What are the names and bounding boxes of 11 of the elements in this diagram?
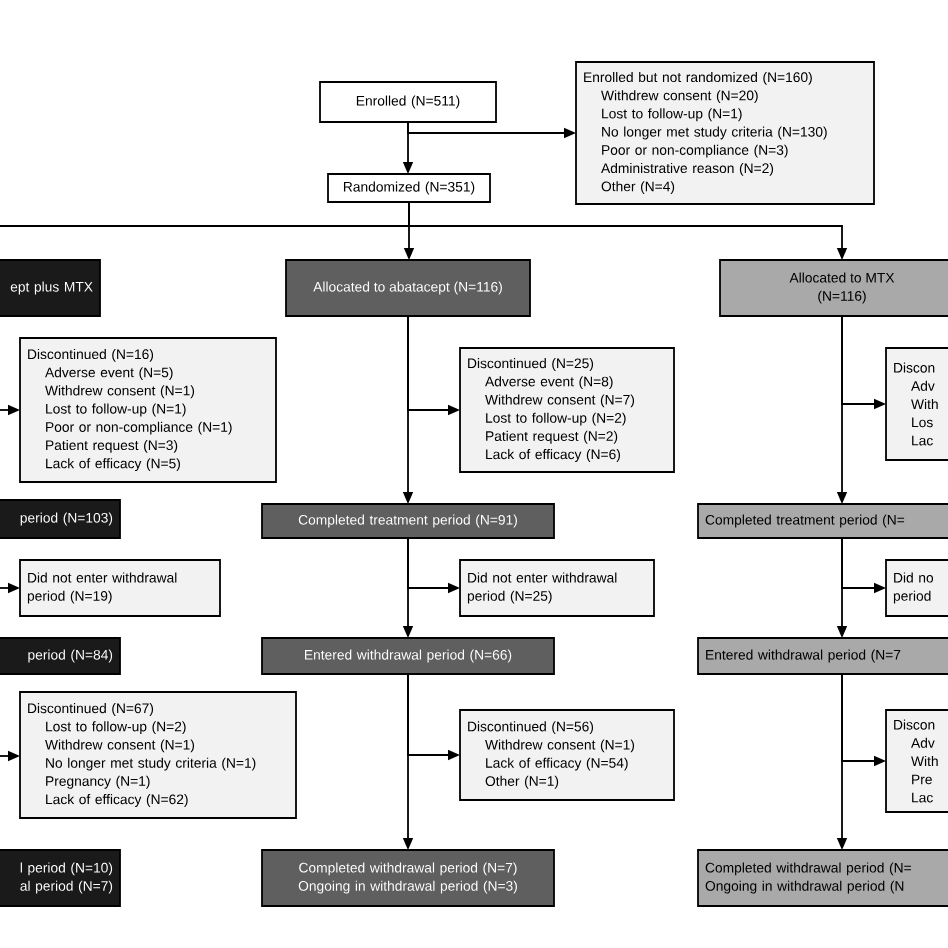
arrow bbox=[836, 315, 848, 504]
arrow bbox=[408, 201, 848, 260]
arrow bbox=[402, 673, 414, 850]
arrow bbox=[836, 673, 848, 850]
arrow bbox=[0, 404, 20, 416]
arrow bbox=[402, 537, 414, 638]
arrow bbox=[0, 582, 20, 594]
arrow bbox=[402, 315, 414, 504]
arrow bbox=[0, 750, 20, 762]
arrow bbox=[836, 537, 848, 638]
arrow bbox=[402, 121, 414, 174]
